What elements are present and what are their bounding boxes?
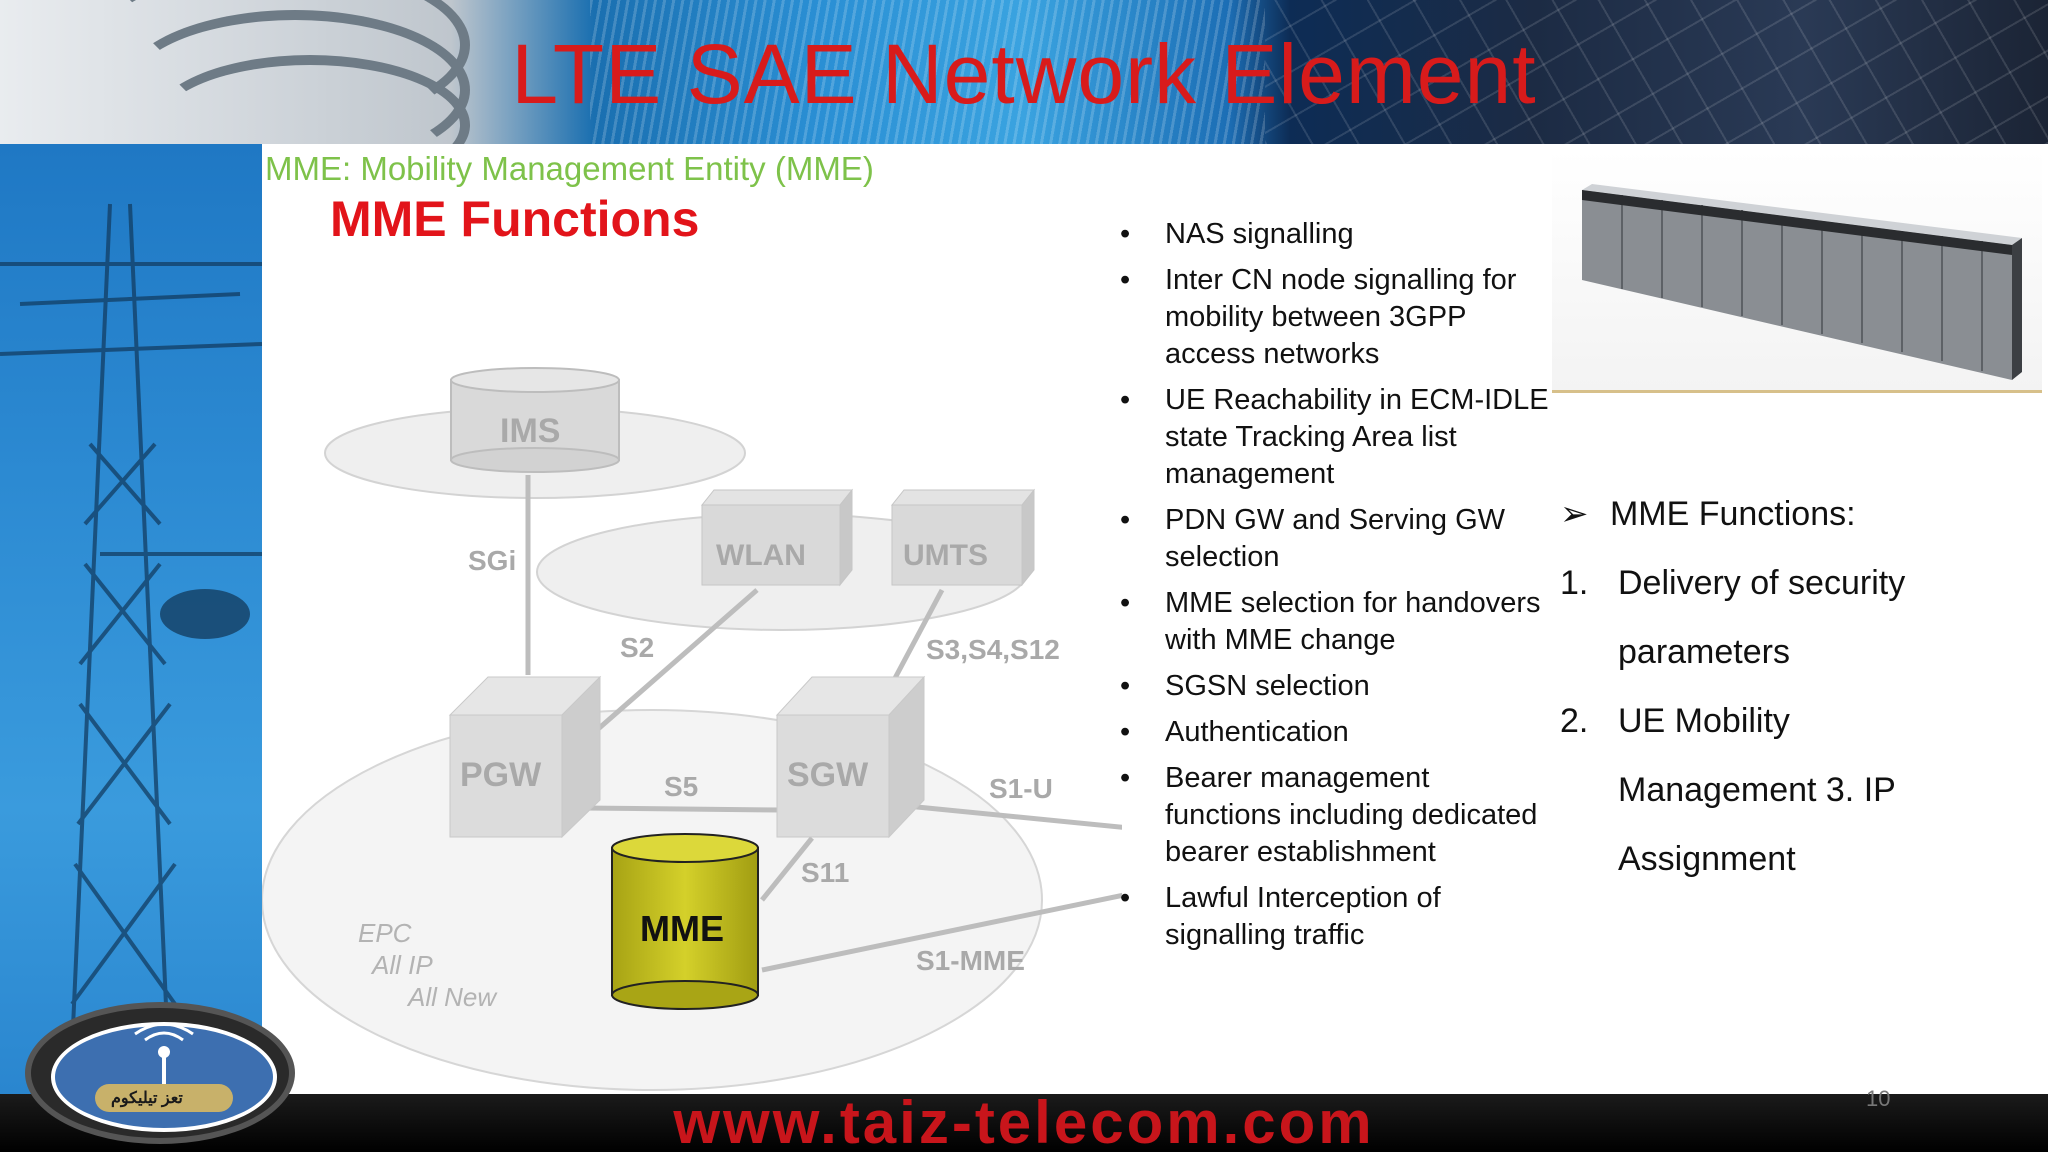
s3s4s12-label: S3,S4,S12	[926, 634, 1060, 665]
mme-cylinder	[611, 833, 759, 1010]
wlan-label: WLAN	[716, 539, 806, 572]
epc-label: EPC	[358, 918, 412, 948]
logo-text: تعز تيليكوم	[111, 1090, 183, 1107]
tower-image	[0, 144, 262, 1094]
pgw-label: PGW	[460, 756, 542, 794]
bullet-text: Inter CN node signalling for mobility be…	[1165, 264, 1517, 370]
bullet-item: • Authentication	[1120, 714, 1550, 751]
all-new-label: All New	[408, 982, 497, 1012]
bullet-dot-icon: •	[1120, 587, 1131, 619]
antenna-icon	[95, 1022, 233, 1112]
bullet-item: • UE Reachability in ECM-IDLE state Track…	[1120, 382, 1550, 493]
summary-item-continuation: Assignment	[1618, 840, 1796, 878]
summary-item-text: UE Mobility	[1618, 702, 1790, 740]
bullet-text: Bearer management functions including de…	[1165, 762, 1538, 868]
ims-label: IMS	[500, 412, 561, 450]
bullet-dot-icon: •	[1120, 762, 1131, 794]
bullet-text: UE Reachability in ECM-IDLE state Tracki…	[1165, 384, 1549, 490]
footer-bar	[0, 1094, 2048, 1152]
bullet-dot-icon: •	[1120, 384, 1131, 416]
footer-website: www.taiz-telecom.com	[673, 1089, 1375, 1156]
list-number: 2.	[1560, 702, 1589, 740]
arrow-bullet-icon: ➢	[1560, 495, 1589, 533]
grid-graphic	[1265, 0, 2048, 144]
bullet-text: NAS signalling	[1165, 218, 1354, 250]
bullet-item: • PDN GW and Serving GW selection	[1120, 502, 1550, 576]
summary-item: 2. UE Mobility	[1560, 687, 2040, 756]
page-number: 10	[1866, 1086, 1891, 1111]
bullet-text: Lawful Interception of signalling traffi…	[1165, 882, 1441, 951]
bullet-dot-icon: •	[1120, 218, 1131, 250]
bullet-text: SGSN selection	[1165, 670, 1370, 702]
mme-function-bullets: • NAS signalling • Inter CN node signallin…	[1120, 216, 1550, 963]
sgw-label: SGW	[787, 756, 869, 794]
link-s11	[760, 836, 814, 902]
pgw-cube	[448, 675, 602, 839]
mme-hardware-photo	[1552, 150, 2042, 393]
slide-subtitle: MME: Mobility Management Entity (MME)	[265, 150, 874, 187]
bullet-dot-icon: •	[1120, 716, 1131, 748]
bullet-dot-icon: •	[1120, 264, 1131, 296]
bullet-text: PDN GW and Serving GW selection	[1165, 504, 1506, 573]
bullet-text: MME selection for handovers with MME cha…	[1165, 587, 1541, 656]
bullet-item: • MME selection for handovers with MME ch…	[1120, 585, 1550, 659]
bullet-item: • Lawful Interception of signalling traff…	[1120, 880, 1550, 954]
mme-label: MME	[640, 908, 724, 949]
ims-cylinder	[450, 367, 620, 473]
sgi-label: SGi	[468, 545, 517, 576]
summary-heading-text: MME Functions:	[1609, 495, 1856, 533]
link-s5	[581, 805, 781, 813]
network-diagram	[262, 367, 1122, 1091]
bullet-item: • SGSN selection	[1120, 668, 1550, 705]
bullet-item: • Inter CN node signalling for mobility b…	[1120, 262, 1550, 373]
umts-cube	[890, 488, 1036, 587]
bullet-item: • Bearer management functions including d…	[1120, 760, 1550, 871]
link-s1mme	[761, 892, 1122, 973]
diagram-heading: MME Functions	[330, 191, 700, 247]
s2-label: S2	[620, 632, 655, 663]
umts-label: UMTS	[903, 539, 988, 572]
summary-item-continuation: parameters	[1618, 633, 1790, 671]
bullet-dot-icon: •	[1120, 504, 1131, 536]
fiber-optic-graphic	[590, 0, 1265, 144]
all-ip-label: All IP	[372, 950, 433, 980]
link-s3s4s12	[891, 588, 945, 682]
tower-graphic	[0, 203, 262, 1094]
summary-heading: ➢ MME Functions:	[1560, 480, 2040, 549]
s1u-label: S1-U	[989, 773, 1053, 804]
list-number: 1.	[1560, 564, 1589, 602]
server-rack-image	[1582, 184, 2022, 380]
cable-graphic	[120, 10, 470, 144]
bullet-item: • NAS signalling	[1120, 216, 1550, 253]
mme-functions-summary: ➢ MME Functions: 1. Delivery of security…	[1560, 480, 2040, 894]
summary-item-continuation: Management 3. IP	[1618, 771, 1896, 809]
link-s1u	[906, 803, 1122, 830]
s5-label: S5	[664, 771, 699, 802]
header-banner	[0, 0, 2048, 144]
bullet-text: Authentication	[1165, 716, 1349, 748]
link-s2	[595, 588, 759, 732]
wlan-cube	[700, 488, 854, 587]
bullet-dot-icon: •	[1120, 670, 1131, 702]
sgw-cube	[775, 675, 926, 839]
s1mme-label: S1-MME	[916, 945, 1025, 976]
bullet-dot-icon: •	[1120, 882, 1131, 914]
summary-item-text: Delivery of security	[1618, 564, 1906, 602]
logo-badge: تعز تيليكوم	[51, 1022, 277, 1132]
slide-title: LTE SAE Network Element	[511, 27, 1537, 121]
s11-label: S11	[801, 857, 850, 888]
company-logo: تعز تيليكوم	[25, 1002, 295, 1144]
summary-item: 1. Delivery of security	[1560, 549, 2040, 618]
